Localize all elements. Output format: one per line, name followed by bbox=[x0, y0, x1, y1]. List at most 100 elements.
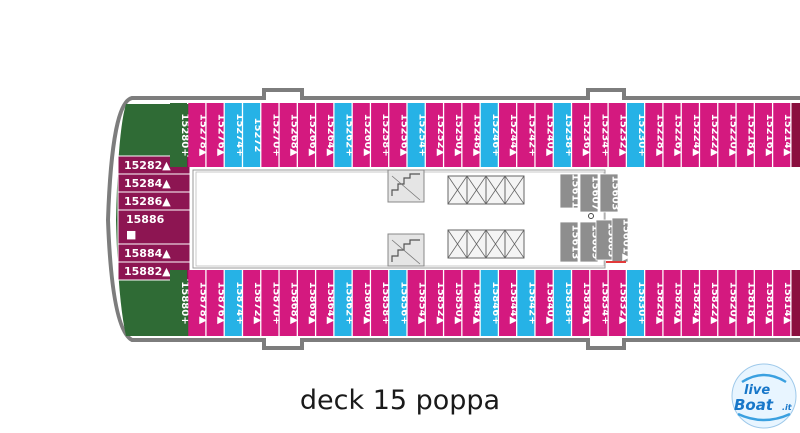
cabin-label: 15846+ bbox=[490, 281, 501, 324]
cabin-15278[interactable]: 15278▲ bbox=[188, 103, 208, 167]
cabin-15218[interactable]: 15218▲ bbox=[736, 103, 757, 167]
cabin-15254[interactable]: 15254+ bbox=[407, 103, 428, 167]
cabin-15864[interactable]: 15864▲ bbox=[316, 270, 336, 336]
cabin-15246[interactable]: 15246+ bbox=[480, 103, 501, 167]
cabin-15220[interactable]: 15220▲ bbox=[718, 103, 738, 167]
cabin-15822[interactable]: 15822▲ bbox=[700, 270, 720, 336]
cabin-15266[interactable]: 15266▲ bbox=[297, 103, 318, 167]
cabin-15238[interactable]: 15238+ bbox=[553, 103, 574, 167]
cabin-15830[interactable]: 15830+ bbox=[627, 270, 647, 336]
cabin-15270[interactable]: 15270+ bbox=[261, 103, 281, 167]
hull-outline bbox=[105, 88, 800, 350]
cabin-label: 15274+ bbox=[234, 113, 245, 156]
cabin-15232[interactable]: 15232▲ bbox=[608, 103, 629, 167]
cabin-15814[interactable]: 15814▲ bbox=[773, 270, 793, 336]
cabin-15248[interactable]: 15248▲ bbox=[462, 103, 482, 167]
cabin-box bbox=[206, 270, 224, 336]
cabin-box bbox=[334, 270, 352, 336]
cabin-15260[interactable]: 15260▲ bbox=[352, 103, 373, 167]
cabin-15272[interactable]: 15272 bbox=[243, 103, 263, 167]
cabin-box bbox=[736, 103, 754, 167]
cabin-15866[interactable]: 15866▲ bbox=[297, 270, 318, 336]
cabin-15234[interactable]: 15234+ bbox=[590, 103, 610, 167]
cabin-15240[interactable]: 15240▲ bbox=[535, 103, 556, 167]
cabin-15268[interactable]: 15268▲ bbox=[279, 103, 300, 167]
cabin-15874[interactable]: 15874+ bbox=[224, 270, 245, 336]
cabin-15226[interactable]: 15226▲ bbox=[663, 103, 684, 167]
cabin-15846[interactable]: 15846+ bbox=[480, 270, 501, 336]
cabin-15230[interactable]: 15230+ bbox=[627, 103, 647, 167]
suite-number: 15886 bbox=[126, 213, 165, 226]
cabin-15862[interactable]: 15862+ bbox=[334, 270, 355, 336]
cabin-box bbox=[535, 270, 553, 336]
cabin-15256[interactable]: 15256▲ bbox=[389, 103, 409, 167]
cabin-15812[interactable]: 15812▲ bbox=[791, 270, 800, 336]
cabin-label: 15842+ bbox=[526, 281, 537, 324]
cabin-15214[interactable]: 15214▲ bbox=[773, 103, 793, 167]
cabin-box bbox=[645, 103, 663, 167]
cabin-box bbox=[206, 103, 224, 167]
cabin-15868[interactable]: 15868▲ bbox=[279, 270, 300, 336]
cabin-15250[interactable]: 15250▲ bbox=[444, 103, 464, 167]
cabin-box bbox=[608, 103, 626, 167]
cabin-15852[interactable]: 15852▲ bbox=[425, 270, 446, 336]
cabin-15258[interactable]: 15258+ bbox=[371, 103, 391, 167]
cabin-15860[interactable]: 15860▲ bbox=[352, 270, 373, 336]
cabin-15242[interactable]: 15242+ bbox=[517, 103, 537, 167]
cabin-15228[interactable]: 15228▲ bbox=[645, 103, 665, 167]
cabin-15284[interactable]: 15284▲ bbox=[117, 173, 191, 193]
cabin-15212[interactable]: 15212▲ bbox=[791, 103, 800, 167]
cabin-15850[interactable]: 15850▲ bbox=[444, 270, 464, 336]
cabin-15286[interactable]: 15286▲ bbox=[117, 191, 191, 211]
cabin-15854[interactable]: 15854▲ bbox=[407, 270, 428, 336]
cabin-15872[interactable]: 15872▲ bbox=[243, 270, 263, 336]
cabin-15882[interactable]: 15882▲ bbox=[117, 261, 191, 281]
cabin-label: 15832▲ bbox=[618, 282, 629, 325]
cabin-15880[interactable]: 15880+ bbox=[170, 270, 190, 336]
cabin-15280[interactable]: 15280+ bbox=[170, 103, 190, 167]
cabin-15832[interactable]: 15832▲ bbox=[608, 270, 629, 336]
cabin-15876[interactable]: 15876▲ bbox=[206, 270, 227, 336]
cabin-15276[interactable]: 15276▲ bbox=[206, 103, 227, 167]
cabin-15870[interactable]: 15870+ bbox=[261, 270, 281, 336]
cabin-15222[interactable]: 15222▲ bbox=[700, 103, 720, 167]
cabin-15244[interactable]: 15244▲ bbox=[499, 103, 519, 167]
cabin-label: 15230+ bbox=[636, 113, 647, 156]
cabin-15216[interactable]: 15216▲ bbox=[754, 103, 775, 167]
cabin-15828[interactable]: 15828▲ bbox=[645, 270, 665, 336]
suite-mark: ■ bbox=[126, 228, 136, 241]
cabin-15878[interactable]: 15878▲ bbox=[188, 270, 208, 336]
cabin-15824[interactable]: 15824▲ bbox=[681, 270, 702, 336]
cabin-15818[interactable]: 15818▲ bbox=[736, 270, 757, 336]
cabin-box bbox=[572, 270, 590, 336]
cabin-15834[interactable]: 15834+ bbox=[590, 270, 610, 336]
cabin-15838[interactable]: 15838+ bbox=[553, 270, 574, 336]
cabin-15836[interactable]: 15836▲ bbox=[572, 270, 592, 336]
cabin-label: 15840▲ bbox=[545, 282, 556, 325]
deck-plan: 15282▲15284▲15286▲15886■15884▲15882▲ 152… bbox=[105, 88, 800, 350]
cabin-15886[interactable]: 15886 ■ bbox=[117, 209, 191, 245]
cabin-15858[interactable]: 15858+ bbox=[371, 270, 391, 336]
cabin-15264[interactable]: 15264▲ bbox=[316, 103, 336, 167]
cabin-15274[interactable]: 15274+ bbox=[224, 103, 245, 167]
cabin-15816[interactable]: 15816▲ bbox=[754, 270, 775, 336]
cabin-label: 15236▲ bbox=[581, 114, 592, 157]
service-cabin-15603: 15603 bbox=[599, 173, 621, 213]
cabin-15848[interactable]: 15848▲ bbox=[462, 270, 482, 336]
cabin-15856[interactable]: 15856+ bbox=[389, 270, 409, 336]
cabin-15840[interactable]: 15840▲ bbox=[535, 270, 556, 336]
cabin-15844[interactable]: 15844▲ bbox=[499, 270, 519, 336]
cabin-box bbox=[444, 103, 462, 167]
cabin-15224[interactable]: 15224▲ bbox=[681, 103, 702, 167]
cabin-15842[interactable]: 15842+ bbox=[517, 270, 537, 336]
cabin-15826[interactable]: 15826▲ bbox=[663, 270, 684, 336]
cabin-15252[interactable]: 15252▲ bbox=[425, 103, 446, 167]
cabin-15820[interactable]: 15820▲ bbox=[718, 270, 738, 336]
cabin-box bbox=[736, 270, 754, 336]
cabin-label: 15816▲ bbox=[764, 282, 775, 325]
cabin-15236[interactable]: 15236▲ bbox=[572, 103, 592, 167]
cabin-box bbox=[590, 103, 608, 167]
cabin-15884[interactable]: 15884▲ bbox=[117, 243, 191, 263]
cabin-15262[interactable]: 15262+ bbox=[334, 103, 355, 167]
cabin-box bbox=[535, 103, 553, 167]
